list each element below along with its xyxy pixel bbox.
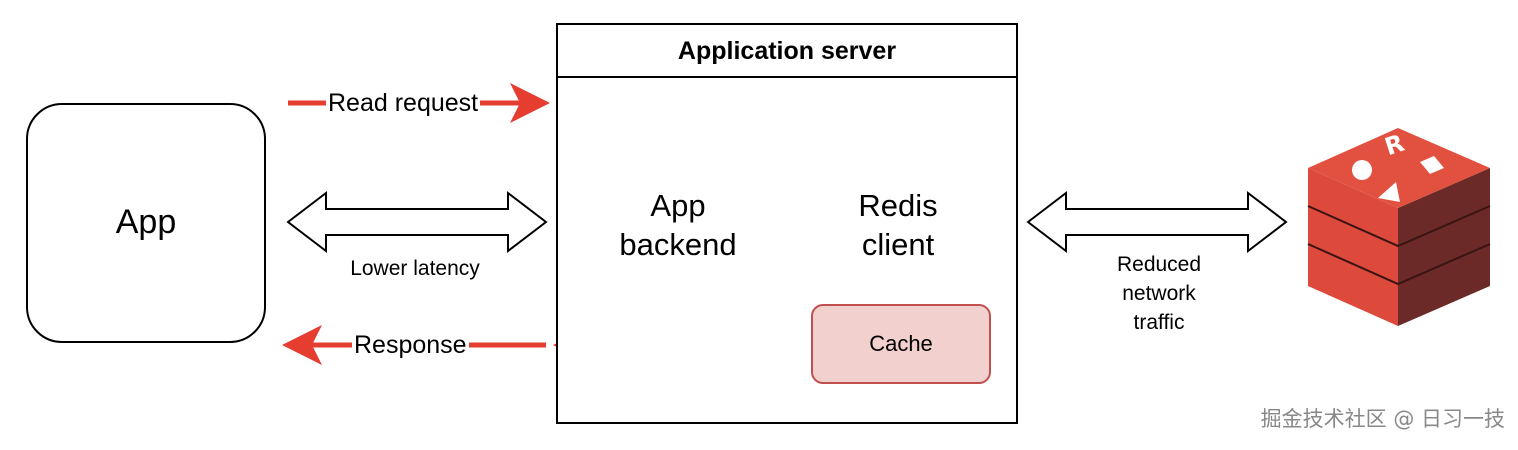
redis-stack-icon: R [1307, 128, 1491, 326]
network-double-arrow [1026, 190, 1288, 254]
server-title: Application server [677, 37, 897, 65]
traffic-line2: network [1122, 282, 1196, 305]
traffic-line3: traffic [1133, 311, 1185, 334]
lower-latency-label: Lower latency [350, 257, 480, 280]
cache-label: Cache [869, 331, 933, 356]
redis-client-line2: client [861, 227, 935, 262]
app-label: App [115, 203, 177, 241]
cache-box [811, 304, 991, 384]
app-box [26, 103, 266, 343]
redis-client-label: Redis client [808, 186, 988, 264]
reduced-network-traffic-label: Reduced network traffic [1093, 250, 1225, 337]
response-label: Response [352, 330, 469, 360]
traffic-line1: Reduced [1116, 253, 1202, 276]
app-backend-line1: App [650, 188, 706, 223]
app-backend-line2: backend [619, 227, 737, 262]
redis-client-line1: Redis [858, 188, 938, 223]
app-backend-label: App backend [588, 186, 768, 264]
read-request-label: Read request [326, 88, 481, 118]
server-title-divider [557, 76, 1017, 78]
watermark: 掘金技术社区 @ 日习一技 [1260, 407, 1505, 431]
lower-latency-double-arrow [286, 190, 548, 254]
